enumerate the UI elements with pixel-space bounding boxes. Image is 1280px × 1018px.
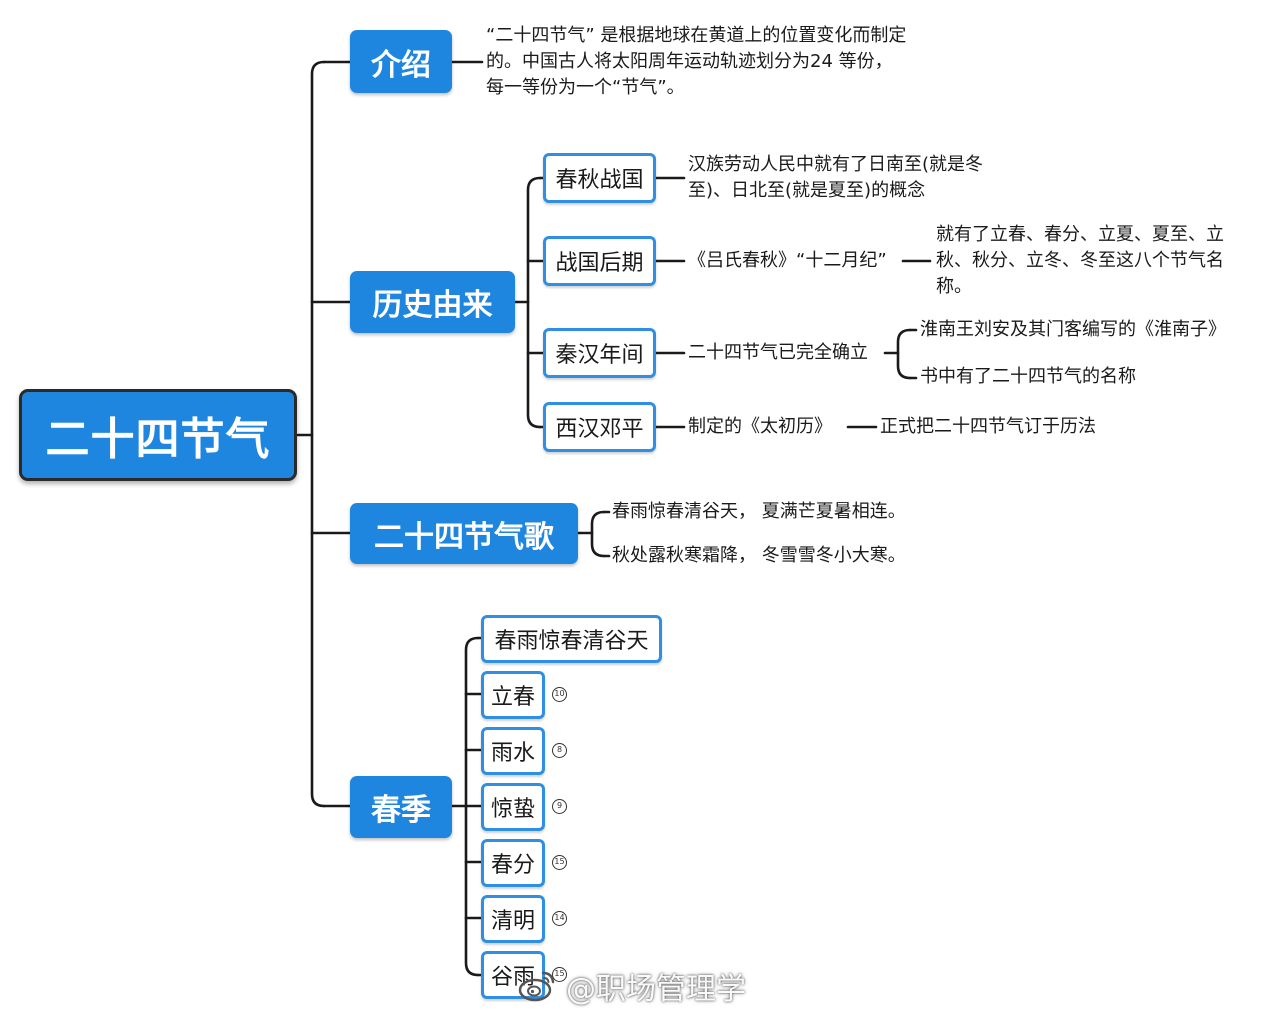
qinhan-sub-2: 书中有了二十四节气的名称 bbox=[920, 366, 1136, 387]
history-item-qinhan[interactable]: 秦汉年间 bbox=[543, 328, 656, 378]
term-lichun[interactable]: 立春 bbox=[481, 671, 545, 719]
root-node[interactable]: 二十四节气 bbox=[19, 389, 297, 481]
watermark: @职场管理学 bbox=[516, 963, 746, 1009]
term-qingming[interactable]: 清明 bbox=[481, 895, 545, 943]
song-line-2: 秋处露秋寒霜降， 冬雪雪冬小大寒。 bbox=[612, 545, 906, 566]
intro-line-1: “二十四节气” 是根据地球在黄道上的位置变化而制定 bbox=[486, 25, 907, 46]
history-item-zhanguo[interactable]: 战国后期 bbox=[543, 236, 656, 286]
history-item-xihan[interactable]: 西汉邓平 bbox=[543, 402, 656, 452]
weibo-icon bbox=[518, 971, 555, 1002]
watermark-text: @职场管理学 bbox=[566, 972, 746, 1007]
term-chunfen[interactable]: 春分 bbox=[481, 839, 545, 887]
term-yushui-count: 8 bbox=[552, 743, 567, 758]
zhanguo-line-2: 秋、秋分、立冬、冬至这八个节气名 bbox=[936, 250, 1224, 271]
qinhan-sub-1: 淮南王刘安及其门客编写的《淮南子》 bbox=[920, 319, 1226, 340]
term-guyu[interactable]: 谷雨 bbox=[481, 951, 545, 999]
history-item-chunqiu[interactable]: 春秋战国 bbox=[543, 153, 656, 203]
chunqiu-line-2: 至)、日北至(就是夏至)的概念 bbox=[688, 180, 926, 201]
term-yushui[interactable]: 雨水 bbox=[481, 727, 545, 775]
node-song[interactable]: 二十四节气歌 bbox=[350, 503, 578, 564]
term-jingzhe[interactable]: 惊蛰 bbox=[481, 783, 545, 831]
song-line-1: 春雨惊春清谷天， 夏满芒夏暑相连。 bbox=[612, 501, 906, 522]
term-chunfen-count: 15 bbox=[552, 855, 567, 870]
zhanguo-text: 《吕氏春秋》“十二月纪” bbox=[688, 250, 887, 271]
chunqiu-line-1: 汉族劳动人民中就有了日南至(就是冬 bbox=[688, 154, 984, 175]
term-jingzhe-count: 9 bbox=[552, 799, 567, 814]
node-spring[interactable]: 春季 bbox=[350, 776, 452, 838]
xihan-text: 制定的《太初历》 bbox=[688, 416, 832, 437]
term-guyu-count: 15 bbox=[552, 967, 567, 982]
qinhan-text: 二十四节气已完全确立 bbox=[688, 342, 868, 363]
term-qingming-count: 14 bbox=[552, 911, 567, 926]
zhanguo-line-3: 称。 bbox=[936, 276, 972, 297]
node-intro[interactable]: 介绍 bbox=[350, 30, 452, 93]
zhanguo-line-1: 就有了立春、春分、立夏、夏至、立 bbox=[936, 224, 1224, 245]
spring-heading[interactable]: 春雨惊春清谷天 bbox=[481, 615, 662, 663]
node-history[interactable]: 历史由来 bbox=[350, 271, 515, 333]
intro-line-2: 的。中国古人将太阳周年运动轨迹划分为24 等份， bbox=[486, 51, 893, 72]
intro-line-3: 每一等份为一个“节气”。 bbox=[486, 77, 685, 98]
term-lichun-count: 10 bbox=[552, 687, 567, 702]
xihan-text-2: 正式把二十四节气订于历法 bbox=[880, 416, 1096, 437]
